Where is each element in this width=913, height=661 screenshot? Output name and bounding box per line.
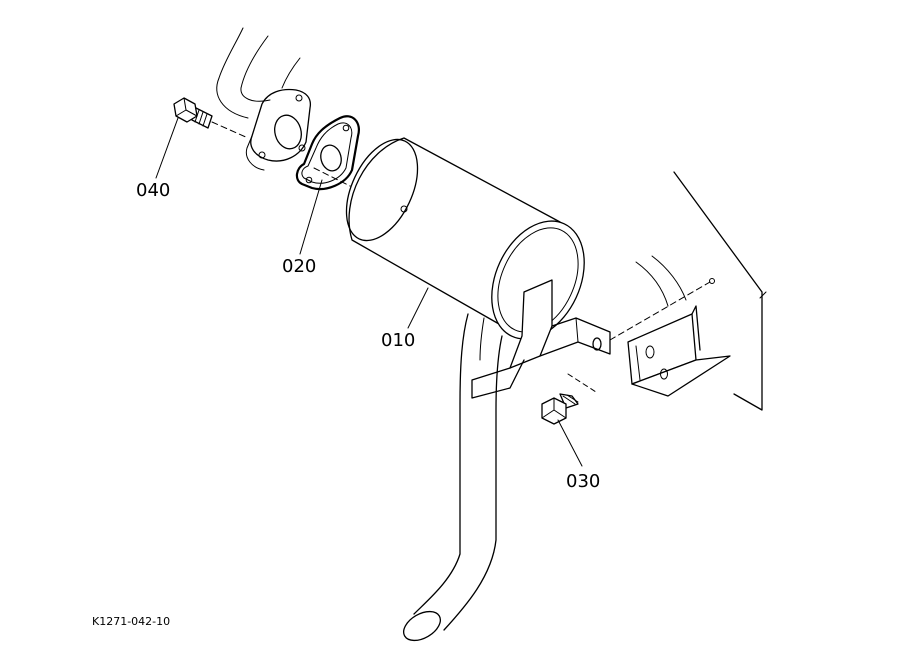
label-030: 030 [566, 471, 600, 492]
bracket-bolt [541, 373, 597, 425]
vehicle-panel [635, 171, 767, 411]
leader-lines [155, 117, 583, 467]
mounting-angle-bracket [627, 305, 731, 397]
flange-bolt [173, 97, 213, 129]
muffler-bracket [471, 279, 611, 399]
engine-manifold-outline [216, 27, 301, 119]
reference-code: K1271-042-10 [92, 615, 170, 628]
alignment-line [211, 121, 351, 187]
exhaust-flange [245, 88, 312, 171]
label-020: 020 [282, 256, 316, 277]
gasket [295, 115, 360, 191]
muffler [345, 137, 585, 340]
bracket-alignment-line [609, 278, 715, 341]
tail-pipe [403, 313, 503, 642]
label-040: 040 [136, 180, 170, 201]
label-010: 010 [381, 330, 415, 351]
